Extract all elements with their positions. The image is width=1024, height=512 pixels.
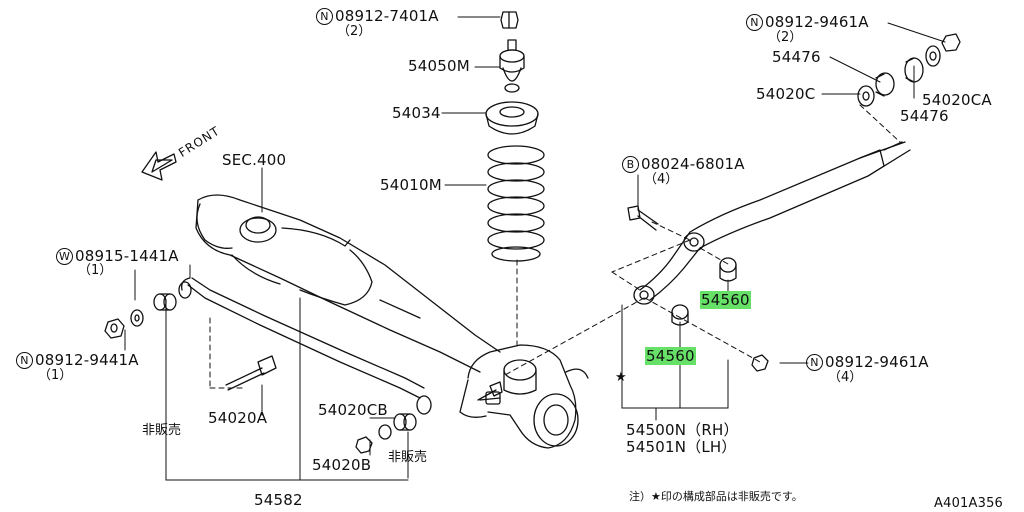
coil-spring-icon [487,145,545,262]
washer-icon [130,309,144,327]
dashed-lines [209,104,901,389]
stabilizer-bar-icon [181,277,425,399]
washer-symbol-icon: W [56,248,73,265]
part-label-54020cb: 54020CB [318,401,388,419]
part-label-54560-upper: 54560 [700,291,751,309]
upper-bush-icons [857,33,961,107]
part-qty: （4） [644,172,679,187]
nut-symbol-icon: N [806,354,823,371]
hub-bolt-icon [477,381,503,401]
link-bolt-icon [627,205,659,231]
part-label-54020b: 54020B [312,456,372,474]
nut-symbol-icon: N [746,14,763,31]
part-qty: （2） [768,30,803,45]
leader-lines [124,16,946,479]
lower-link-icon [633,141,911,305]
part-label-54034: 54034 [392,104,441,122]
part-label-54500n: 54500N（RH） [626,421,739,439]
star-mark-icon: ★ [615,370,627,385]
nut-left-icon [104,318,125,339]
bush-right-icon [393,395,432,431]
spring-seat-icon [485,101,539,135]
top-nut-icon [500,11,519,29]
axle-hub-icon [459,344,589,449]
not-sold-label-left: 非販売 [142,423,182,438]
part-label-54020c: 54020C [756,85,816,103]
part-label-54560-lower: 54560 [645,347,696,365]
part-label-54501n: 54501N（LH） [626,438,737,456]
link-bush-upper-icon [719,257,737,282]
part-qty: （4） [828,370,863,385]
diagram-id: A401A356 [934,496,1004,511]
part-label-54020a: 54020A [208,409,268,427]
section-reference: SEC.400 [222,151,287,169]
bolt-symbol-icon: B [622,156,639,173]
bracket-lines [165,297,729,481]
part-qty: （2） [337,24,372,39]
nut-54020b-icon [355,436,373,454]
part-label-54050m: 54050M [408,57,470,75]
nut-link-icon [751,354,769,372]
front-arrow-icon [141,151,177,181]
bump-stopper-icon [499,39,525,93]
not-sold-label-right: 非販売 [388,450,428,465]
part-qty: （1） [38,368,73,383]
part-label-54476-b: 54476 [900,107,949,125]
part-label-54476-a: 54476 [772,48,821,66]
part-label-54010m: 54010M [380,176,442,194]
part-label-54020ca: 54020CA [922,91,992,109]
bush-54020cb-icon [378,424,392,440]
bolt-54020a-icon [225,355,277,391]
bush-left-icon [153,281,192,311]
axle-housing-icon [195,194,501,373]
part-qty: （1） [78,263,113,278]
nut-symbol-icon: N [316,8,333,25]
part-label-54582: 54582 [254,491,303,509]
nut-symbol-icon: N [16,352,33,369]
footnote: 注）★印の構成部品は非販売です。 [629,490,803,503]
link-bush-lower-icon [671,304,689,326]
